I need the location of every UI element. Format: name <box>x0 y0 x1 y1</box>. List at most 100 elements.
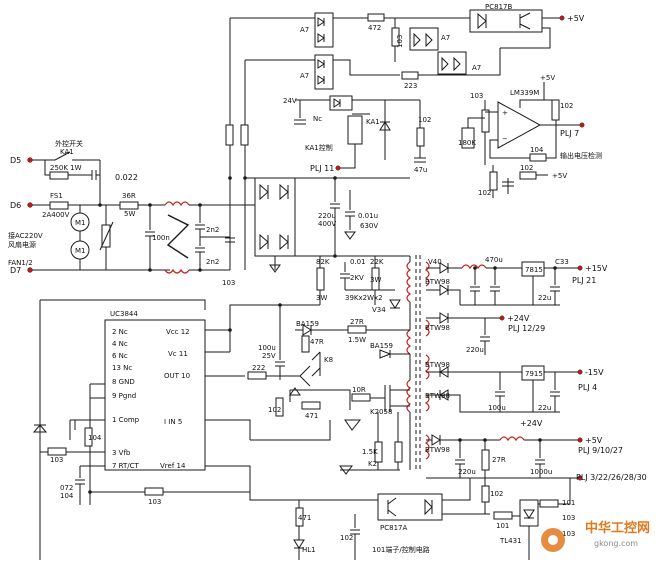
resistor-102-b <box>519 171 537 180</box>
c2kv-label: 2KV <box>350 274 364 282</box>
pin6-label: 6 Nc <box>112 352 128 360</box>
resistor-102-tl <box>481 485 490 503</box>
relay-contact-ka1 <box>329 95 353 111</box>
c2n2b-label: 2n2 <box>206 258 219 266</box>
plj3-list-label: PLJ 3/22/26/28/30 <box>576 473 647 482</box>
plus5v-cmp-label: +5V <box>540 74 555 82</box>
comparator-section: LM339M + − PLJ 7 +5V 102 103 180K 104 输出… <box>458 74 602 198</box>
minus15v-label: -15V <box>585 368 604 377</box>
ac-input-section: D5 D6 D7 外控开关 KA1 250K 1W 0.022 FS1 2A40… <box>8 124 260 287</box>
r103-rt-label: 103 <box>148 498 161 506</box>
feedback-section: PC817A 471 HL1 102 101端子/控制电路 102 101 TL… <box>293 478 575 560</box>
resistor-103-rt <box>144 487 164 496</box>
terminal-plj7 <box>579 122 585 128</box>
reg7815-label: 7815 <box>525 266 543 274</box>
relay-coil-ka1 <box>347 115 363 145</box>
plj21-label: PLJ 21 <box>572 276 596 285</box>
r223-label: 223 <box>404 82 417 90</box>
fan12-label: FAN1/2 <box>8 259 33 267</box>
resistor-472 <box>367 13 385 22</box>
c104-label: 104 <box>88 434 102 442</box>
pin3-label: 3 Vfb <box>112 449 131 457</box>
ka1-b-label: KA1 <box>60 148 74 156</box>
r39k-label: 39Kx2Wx2 <box>345 294 383 302</box>
c001-label: 0.01u <box>358 212 378 220</box>
comparator-lm339m <box>497 101 542 149</box>
watermark-url: gkong.com <box>594 539 638 548</box>
plj11-label: PLJ 11 <box>310 164 334 173</box>
out-ctrl-label: 101端子/控制电路 <box>372 545 430 554</box>
pin1-label: 1 Comp <box>112 416 140 424</box>
btw98e-label: BTW98 <box>425 446 450 454</box>
terminal-d7 <box>27 267 33 273</box>
ka1-ctrl-label: KA1控制 <box>305 143 333 152</box>
pc817b-label: PC817B <box>485 3 512 11</box>
c103-label: 103 <box>222 279 235 287</box>
c1000u-label: 1000u <box>530 468 552 476</box>
c220u-b-label: 220u <box>466 346 484 354</box>
v24-label: 24V <box>283 97 297 105</box>
d6-label: D6 <box>10 201 21 210</box>
c22u-a-label: 22u <box>538 294 551 302</box>
resistor-101-b <box>539 499 559 508</box>
r471-label: 471 <box>305 412 318 420</box>
r104-label: 104 <box>530 146 544 154</box>
hl1-label: HL1 <box>302 546 316 554</box>
resistor-223 <box>401 71 419 80</box>
bridge-a7-bottom <box>314 54 334 90</box>
pin8-label: 8 GND <box>112 378 135 386</box>
reg7915-label: 7915 <box>525 370 543 378</box>
r250k-label: 250K 1W <box>50 164 82 172</box>
resistor-222 <box>247 371 267 380</box>
c001b-label: 0.01 <box>350 258 366 266</box>
c100u-label: 100u <box>258 344 276 352</box>
terminal-plus15v <box>577 265 583 271</box>
resistor-36r <box>119 201 139 210</box>
plj91027-label: PLJ 9/10/27 <box>578 446 623 455</box>
r27r-label: 27R <box>350 318 364 326</box>
r222-label: 222 <box>252 364 265 372</box>
pin12-label: Vcc 12 <box>166 328 190 336</box>
r22k-label: 22K <box>370 258 384 266</box>
r103-uc-label: 103 <box>50 456 63 464</box>
resistor-104 <box>529 153 547 162</box>
btw98d-label: BTW98 <box>425 392 450 400</box>
c22u-b-label: 22u <box>538 404 551 412</box>
terminal-d6 <box>27 202 33 208</box>
terminal-d5 <box>27 157 33 163</box>
a7-label-4: A7 <box>472 64 481 72</box>
c104b-label: 104 <box>60 492 74 500</box>
r472-label: 472 <box>368 24 381 32</box>
r102-tl2-label: 103 <box>562 530 575 538</box>
r180k-label: 180K <box>458 139 476 147</box>
plus24v-b-label: +24V <box>520 419 543 428</box>
resistor-103-cmp <box>481 109 490 133</box>
resistor-250k <box>49 171 69 180</box>
terminal-plus24v-a <box>499 315 505 321</box>
pin10-label: OUT 10 <box>164 372 190 380</box>
c100n-label: 100n <box>152 234 170 242</box>
lm339m-label: LM339M <box>510 89 539 97</box>
pin2-label: 2 Nc <box>112 328 128 336</box>
r3w-b-label: 3W <box>370 276 381 284</box>
r103-tl-label: 103 <box>562 514 575 522</box>
d7-label: D7 <box>10 266 21 275</box>
r103-top-label: 103 <box>396 35 404 48</box>
pc817a-label: PC817A <box>380 524 407 532</box>
resistor-10r <box>351 393 371 402</box>
bridge-rectifier-main <box>254 177 296 257</box>
c072-label: 072 <box>60 484 73 492</box>
nc-label: Nc <box>313 115 322 123</box>
pin13-label: 13 Nc <box>112 364 132 372</box>
resistor-102-gate <box>275 397 284 417</box>
resistor-102-low <box>489 171 498 191</box>
plus5v-cmp2-label: +5V <box>552 172 567 180</box>
regulator-tl431 <box>519 499 539 527</box>
bridge-a7-top <box>314 12 334 48</box>
m1b-label: M1 <box>75 247 86 255</box>
r102-g-label: 102 <box>268 406 281 414</box>
m1a-label: M1 <box>75 219 86 227</box>
plj1229-label: PLJ 12/29 <box>508 324 545 333</box>
